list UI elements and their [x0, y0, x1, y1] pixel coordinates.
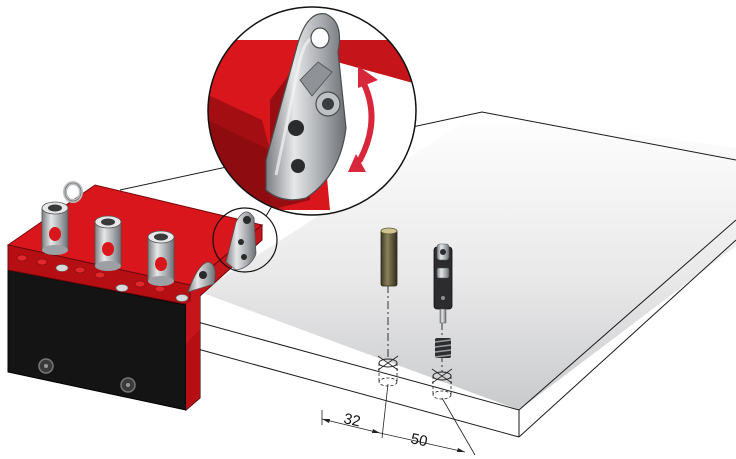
drill-bushing: [41, 201, 69, 255]
dimension-line-32: [321, 418, 381, 434]
panel-front-edge-bottom: [182, 344, 520, 438]
detail-leader-line: [265, 205, 273, 217]
jig-top-pins: [16, 254, 166, 293]
plate-screw: [315, 91, 341, 117]
dimension-annotations: 32 50: [321, 383, 476, 456]
panel-top-face: [200, 112, 736, 410]
pivot-stop-plate: [225, 211, 257, 271]
drill-bushing: [147, 230, 175, 286]
plate-hole: [291, 159, 305, 173]
dimension-line-50: [379, 432, 466, 453]
jig-stop-bracket: [187, 261, 216, 293]
drill-bushing: [94, 215, 122, 271]
hinge-connector: [433, 243, 453, 358]
wooden-dowel: [380, 227, 398, 287]
jig-front-screw: [38, 358, 54, 374]
panel-right-edge: [518, 219, 736, 411]
dimension-label-50: 50: [409, 430, 429, 450]
jig-front-screw: [120, 377, 136, 393]
connector-thread: [434, 338, 452, 358]
wood-panel: [119, 111, 736, 438]
double-headed-arc-arrow-icon: [348, 66, 378, 172]
panel-right-edge-bottom: [518, 239, 736, 438]
jig-rear-plate: [186, 292, 200, 345]
magnified-detail: [207, 6, 417, 216]
plate-hole: [288, 120, 304, 136]
panel-front-edge: [182, 317, 520, 411]
dimension-label-32: 32: [342, 410, 362, 430]
detail-marker-circle: [212, 207, 278, 273]
drill-hole-dowel: [377, 355, 399, 387]
jig-rear-lower-plate: [186, 330, 200, 410]
boring-jig: [6, 181, 264, 412]
plate-top-hole: [310, 27, 330, 49]
jig-washers: [55, 264, 189, 302]
jig-lifting-ring: [63, 181, 83, 203]
